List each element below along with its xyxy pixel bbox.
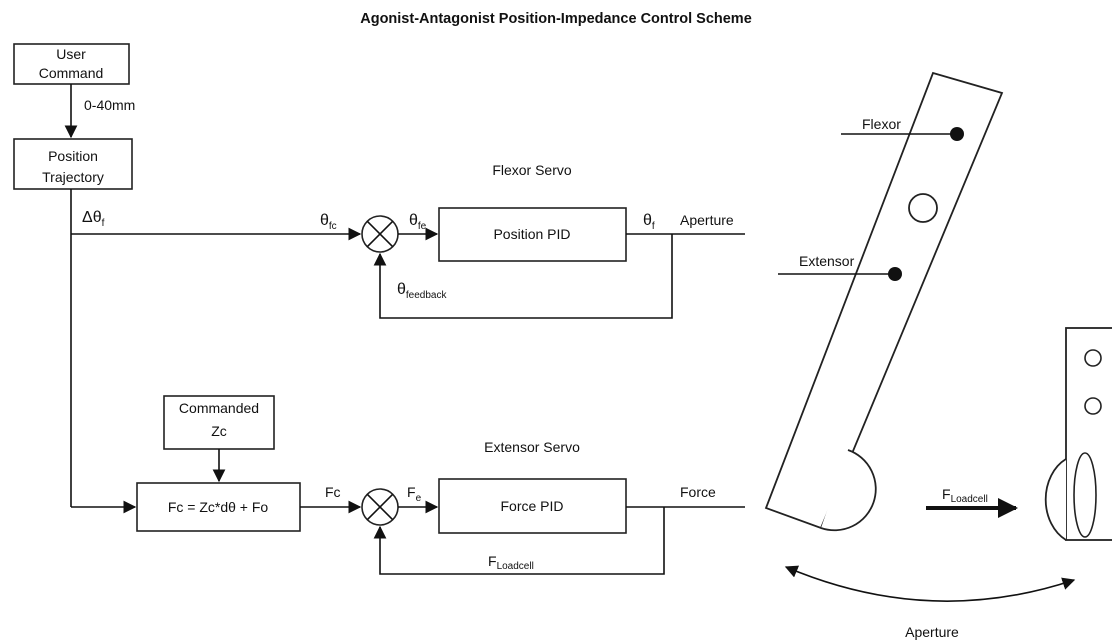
flexor-label: Flexor (862, 116, 901, 132)
aperture-hand-label: Aperture (905, 624, 959, 640)
force-output-label: Force (680, 484, 716, 500)
position-pid-label: Position PID (493, 226, 570, 242)
range-label: 0-40mm (84, 97, 135, 113)
theta-fc-label: θfc (320, 212, 337, 232)
f-loadcell-hand-label: FLoadcell (942, 486, 988, 505)
force-pid-label: Force PID (500, 498, 563, 514)
aperture-motion-arrow (784, 565, 1076, 602)
position-trajectory-block: Position Trajectory (13, 138, 133, 190)
flexor-servo-label: Flexor Servo (492, 162, 572, 178)
position-pid-block: Position PID (438, 207, 627, 262)
fc-equation-block: Fc = Zc*dθ + Fo (136, 482, 301, 532)
commanded-zc-label-line2: Zc (211, 423, 227, 439)
theta-fe-label: θfe (409, 212, 427, 232)
fe-label: Fe (407, 484, 422, 504)
finger-pivot-hole (908, 193, 938, 223)
force-pid-block: Force PID (438, 478, 627, 534)
theta-feedback-label: θfeedback (397, 281, 447, 301)
position-trajectory-label-line1: Position (48, 148, 98, 164)
aperture-output-label: Aperture (680, 212, 734, 228)
user-command-label-line1: User (56, 46, 86, 62)
force-feedback-path (373, 507, 665, 575)
theta-f-label: θf (643, 212, 655, 232)
thumb-hole-top (1084, 349, 1102, 367)
position-feedback-path (373, 234, 673, 319)
finger-illustration: Flexor Extensor (764, 71, 1004, 532)
loadcell-ellipse (1073, 452, 1097, 538)
position-trajectory-label-line2: Trajectory (42, 169, 104, 185)
f-loadcell-feedback-label: FLoadcell (488, 553, 534, 572)
extensor-summing-junction (361, 488, 399, 526)
extensor-servo-label: Extensor Servo (484, 439, 580, 455)
user-command-label-line2: Command (39, 65, 104, 81)
commanded-zc-label-line1: Commanded (179, 400, 259, 416)
thumb-hole-bottom (1084, 397, 1102, 415)
extensor-label: Extensor (799, 253, 855, 269)
finger-link (764, 71, 1004, 530)
flexor-summing-junction (361, 215, 399, 253)
extensor-attachment-dot (888, 267, 902, 281)
thumb-pad-arc (1044, 458, 1067, 541)
finger-joint-arc (820, 449, 877, 532)
delta-theta-label: Δθf (82, 209, 105, 229)
flexor-attachment-dot (950, 127, 964, 141)
loadcell-thumb-illustration (1044, 327, 1112, 541)
fc-label: Fc (325, 484, 341, 500)
commanded-zc-block: Commanded Zc (163, 395, 275, 450)
user-command-block: User Command (13, 43, 130, 85)
diagram-title: Agonist-Antagonist Position-Impedance Co… (360, 11, 752, 27)
fc-equation-label: Fc = Zc*dθ + Fo (168, 499, 269, 515)
